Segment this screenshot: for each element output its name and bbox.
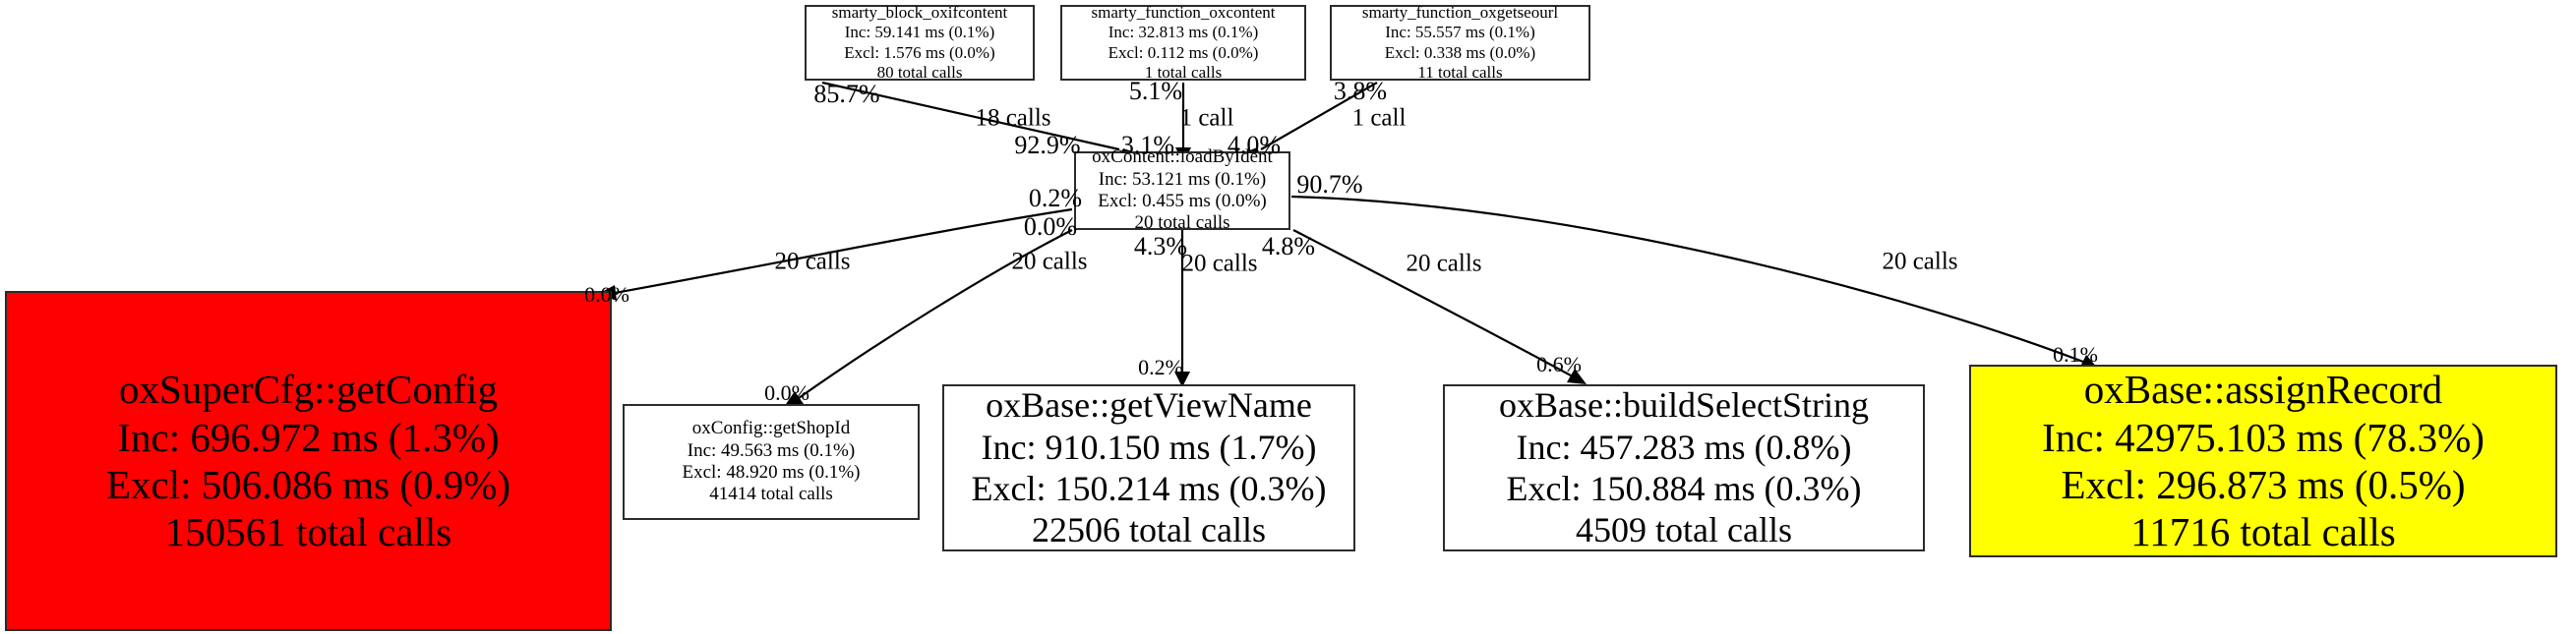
node-oxbase-assignrecord[interactable]: oxBase::assignRecord Inc: 42975.103 ms (… [1969, 365, 2557, 557]
node-excl: Excl: 296.873 ms (0.5%) [2061, 462, 2466, 507]
edge-label-calls: 18 calls [975, 104, 1051, 132]
node-title: smarty_function_oxgetseourl [1361, 3, 1559, 23]
edge-label-source-percent: 85.7% [813, 80, 880, 108]
edge-label-source-percent: 5.1% [1128, 77, 1183, 105]
node-inc: Inc: 910.150 ms (1.7%) [981, 427, 1317, 467]
node-calls: 150561 total calls [164, 509, 452, 555]
node-title: oxConfig::getShopId [691, 418, 851, 439]
edge-label-calls: 20 calls [1181, 250, 1258, 277]
node-excl: Excl: 506.086 ms (0.9%) [105, 462, 511, 507]
node-excl: Excl: 1.576 ms (0.0%) [844, 42, 995, 62]
edge-label-target-percent: 0.6% [1536, 352, 1582, 376]
edge-label-target-percent: 0.0% [584, 282, 629, 307]
node-excl: Excl: 0.455 ms (0.0%) [1098, 191, 1267, 211]
node-inc: Inc: 53.121 ms (0.1%) [1098, 168, 1267, 190]
node-calls: 1 total calls [1144, 62, 1223, 82]
node-smarty-function-oxgetseourl[interactable]: smarty_function_oxgetseourl Inc: 55.557 … [1330, 3, 1590, 82]
edge-label-calls: 20 calls [1011, 248, 1088, 275]
node-title: oxContent::loadByIdent [1092, 146, 1273, 168]
node-inc: Inc: 457.283 ms (0.8%) [1516, 427, 1852, 467]
node-calls: 4509 total calls [1576, 510, 1792, 550]
edge-loadbyident-to-getshopid [784, 229, 1073, 407]
edge-label-source-percent: 0.2% [1028, 184, 1083, 212]
edge-loadbyident-to-assignrecord [1290, 195, 2099, 370]
edge-label-calls: 20 calls [1882, 248, 1958, 275]
node-smarty-function-oxcontent[interactable]: smarty_function_oxcontent Inc: 32.813 ms… [1060, 3, 1306, 82]
node-calls: 20 total calls [1134, 212, 1230, 234]
node-calls: 22506 total calls [1032, 510, 1266, 550]
edge-label-target-percent: 3.1% [1120, 131, 1175, 159]
node-calls: 11 total calls [1417, 62, 1503, 82]
node-title: smarty_block_oxifcontent [831, 3, 1008, 23]
edge-label-calls: 20 calls [774, 248, 851, 275]
node-inc: Inc: 55.557 ms (0.1%) [1385, 23, 1535, 42]
node-title: smarty_function_oxcontent [1091, 3, 1276, 23]
edge-loadbyident-to-buildselectstring [1292, 229, 1587, 384]
node-title: oxBase::getViewName [986, 385, 1312, 426]
node-calls: 11716 total calls [2130, 509, 2396, 555]
node-calls: 80 total calls [876, 62, 963, 82]
node-excl: Excl: 150.884 ms (0.3%) [1506, 469, 1862, 508]
node-inc: Inc: 696.972 ms (1.3%) [117, 414, 500, 460]
node-oxsupercfg-getconfig[interactable]: oxSuperCfg::getConfig Inc: 696.972 ms (1… [5, 291, 612, 631]
node-excl: Excl: 150.214 ms (0.3%) [971, 469, 1327, 508]
node-oxbase-buildselectstring[interactable]: oxBase::buildSelectString Inc: 457.283 m… [1443, 384, 1925, 551]
node-title: oxBase::buildSelectString [1499, 385, 1869, 426]
node-oxcontent-loadbyident[interactable]: oxContent::loadByIdent Inc: 53.121 ms (0… [1074, 146, 1290, 233]
edge-label-source-percent: 0.0% [1023, 212, 1078, 241]
node-excl: Excl: 0.112 ms (0.0%) [1108, 42, 1259, 62]
edge-label-source-percent: 4.3% [1133, 232, 1188, 260]
edge-label-target-percent: 0.2% [1138, 355, 1183, 379]
node-inc: Inc: 49.563 ms (0.1%) [687, 439, 856, 461]
edge-label-calls: 1 call [1351, 104, 1407, 132]
node-excl: Excl: 48.920 ms (0.1%) [682, 462, 861, 483]
node-oxbase-getviewname[interactable]: oxBase::getViewName Inc: 910.150 ms (1.7… [942, 384, 1355, 551]
edge-label-target-percent: 0.1% [2053, 342, 2098, 367]
node-oxconfig-getshopid[interactable]: oxConfig::getShopId Inc: 49.563 ms (0.1%… [623, 404, 920, 520]
node-inc: Inc: 32.813 ms (0.1%) [1108, 23, 1259, 42]
edge-label-source-percent: 4.8% [1261, 232, 1316, 260]
node-smarty-block-oxifcontent[interactable]: smarty_block_oxifcontent Inc: 59.141 ms … [805, 3, 1035, 82]
node-calls: 41414 total calls [709, 484, 833, 505]
edge-label-calls: 20 calls [1406, 250, 1482, 277]
node-title: oxBase::assignRecord [2083, 367, 2443, 413]
edge-label-target-percent: 0.0% [764, 380, 809, 405]
node-excl: Excl: 0.338 ms (0.0%) [1384, 42, 1536, 62]
node-inc: Inc: 42975.103 ms (78.3%) [2042, 414, 2485, 460]
edge-label-calls: 1 call [1179, 104, 1234, 132]
edge-label-source-percent: 3.8% [1333, 77, 1388, 105]
edge-loadbyident-to-getviewname [1174, 230, 1190, 387]
edge-label-source-percent: 90.7% [1296, 170, 1363, 199]
edge-label-target-percent: 4.0% [1227, 131, 1282, 159]
node-inc: Inc: 59.141 ms (0.1%) [844, 23, 995, 42]
node-title: oxSuperCfg::getConfig [119, 367, 498, 413]
edge-label-target-percent: 92.9% [1014, 131, 1081, 159]
